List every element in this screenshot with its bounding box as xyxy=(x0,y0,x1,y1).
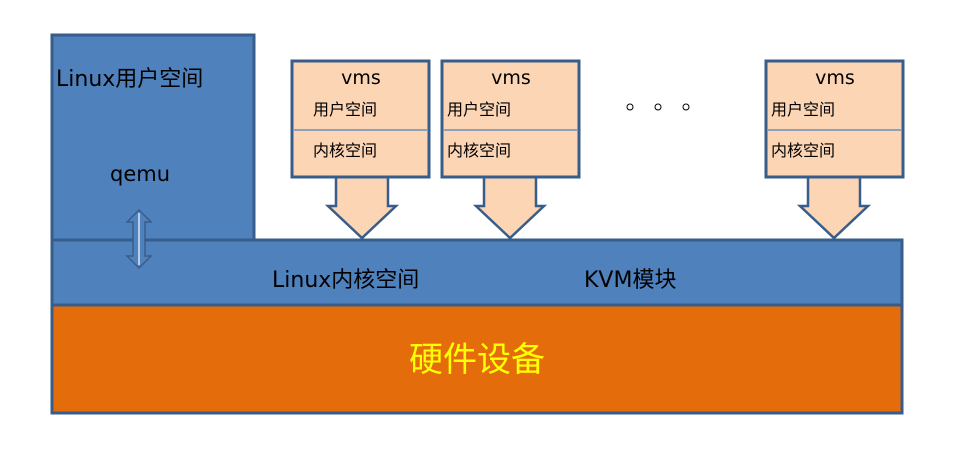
vm-3-box xyxy=(764,59,905,179)
kernel-space-box xyxy=(50,238,904,307)
qemu-label: qemu xyxy=(110,162,170,186)
vm-1-kernel-label: 内核空间 xyxy=(313,141,377,160)
vm-3-user-label: 用户空间 xyxy=(771,100,835,119)
vm-box-2: vms 用户空间 内核空间 xyxy=(440,59,581,240)
vm-1-down-arrow xyxy=(324,174,400,240)
vm-1-user-label: 用户空间 xyxy=(313,100,377,119)
hardware-block: 硬件设备 xyxy=(50,303,904,415)
ellipsis-dot-1 xyxy=(626,103,634,111)
kernel-space-block: Linux内核空间 KVM模块 xyxy=(50,238,904,307)
vm-3-kernel-label: 内核空间 xyxy=(771,141,835,160)
vm-2-down-arrow xyxy=(472,174,548,240)
user-space-box xyxy=(50,33,256,245)
vm-box-3: vms 用户空间 内核空间 xyxy=(764,59,905,240)
vm-2-kernel-label: 内核空间 xyxy=(447,141,511,160)
vm-3-title: vms xyxy=(815,67,855,89)
kernel-space-label: Linux内核空间 xyxy=(272,268,419,293)
vm-3-down-arrow xyxy=(796,174,872,240)
hardware-label: 硬件设备 xyxy=(409,340,545,380)
kvm-module-label: KVM模块 xyxy=(584,268,676,293)
qemu-kernel-double-arrow xyxy=(125,208,153,270)
vm-box-1: vms 用户空间 内核空间 xyxy=(290,59,431,240)
vm-2-box xyxy=(440,59,581,179)
ellipsis-dot-3 xyxy=(682,103,690,111)
hardware-box xyxy=(50,303,904,415)
vm-2-user-label: 用户空间 xyxy=(447,100,511,119)
vm-1-box xyxy=(290,59,431,179)
vm-1-title: vms xyxy=(341,67,381,89)
vm-2-title: vms xyxy=(491,67,531,89)
ellipsis xyxy=(626,103,690,111)
ellipsis-dot-2 xyxy=(654,103,662,111)
user-space-block: Linux用户空间 qemu xyxy=(50,33,256,245)
user-space-label: Linux用户空间 xyxy=(56,67,203,92)
